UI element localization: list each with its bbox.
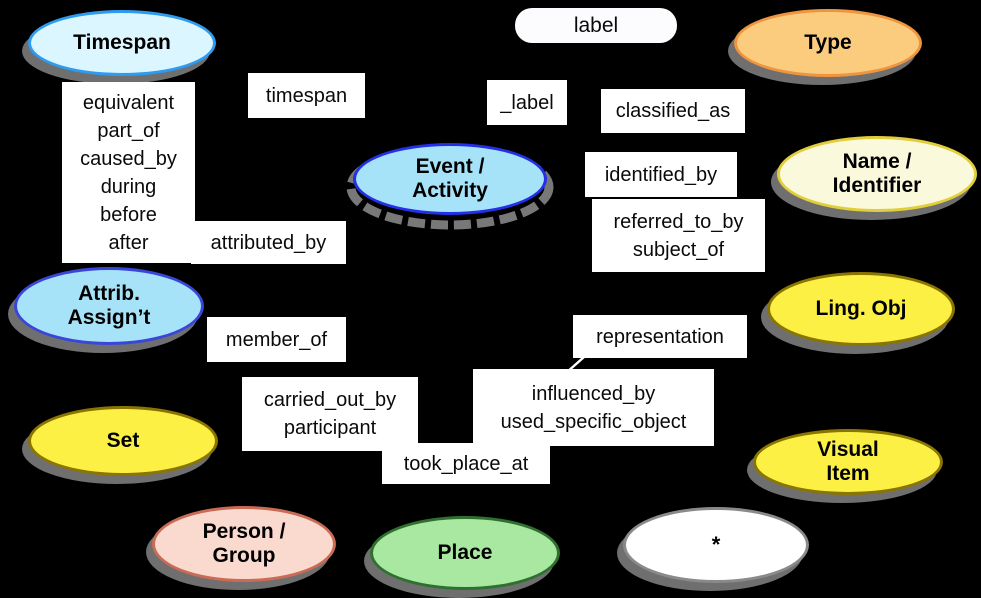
node-type: Type	[734, 9, 922, 77]
prop-carried-out-by: carried_out_by participant	[242, 377, 418, 451]
node-event-activity-label: Event / Activity	[412, 154, 488, 202]
node-attrib-assignment: Attrib. Assign’t	[14, 267, 204, 345]
node-person-group-label: Person / Group	[202, 519, 286, 567]
prop-timespan: timespan	[248, 73, 365, 118]
node-visual-item: Visual Item	[753, 429, 943, 495]
prop-member-of: member_of	[207, 317, 346, 362]
prop-attributed-by: attributed_by	[191, 221, 346, 264]
prop-identified-by: identified_by	[585, 152, 737, 197]
node-name-identifier-label: Name / Identifier	[832, 149, 922, 197]
prop-underscore-label: _label	[487, 80, 567, 125]
node-place: Place	[370, 516, 560, 590]
prop-referred-to-by: referred_to_by subject_of	[592, 199, 765, 272]
prop-classified-as: classified_as	[601, 89, 745, 133]
label-pill: label	[515, 8, 677, 43]
prop-representation: representation	[573, 315, 747, 358]
node-type-label: Type	[804, 30, 852, 54]
node-person-group: Person / Group	[152, 506, 336, 582]
node-event-activity: Event / Activity	[353, 143, 547, 215]
prop-took-place-at: took_place_at	[382, 443, 550, 484]
node-star-label: *	[711, 532, 721, 558]
prop-timespan-relations: equivalent part_of caused_by during befo…	[62, 82, 195, 263]
prop-influenced-by: influenced_by used_specific_object	[473, 369, 714, 446]
node-place-label: Place	[437, 540, 493, 564]
node-ling-obj: Ling. Obj	[767, 272, 955, 346]
node-name-identifier: Name / Identifier	[777, 136, 977, 212]
node-visual-item-label: Visual Item	[817, 437, 879, 485]
node-set-label: Set	[106, 428, 140, 452]
node-ling-obj-label: Ling. Obj	[815, 296, 907, 320]
node-attrib-assignment-label: Attrib. Assign’t	[67, 281, 151, 329]
node-set: Set	[28, 406, 218, 476]
node-timespan-label: Timespan	[73, 30, 171, 54]
node-timespan: Timespan	[28, 10, 216, 76]
node-star: *	[623, 507, 809, 583]
